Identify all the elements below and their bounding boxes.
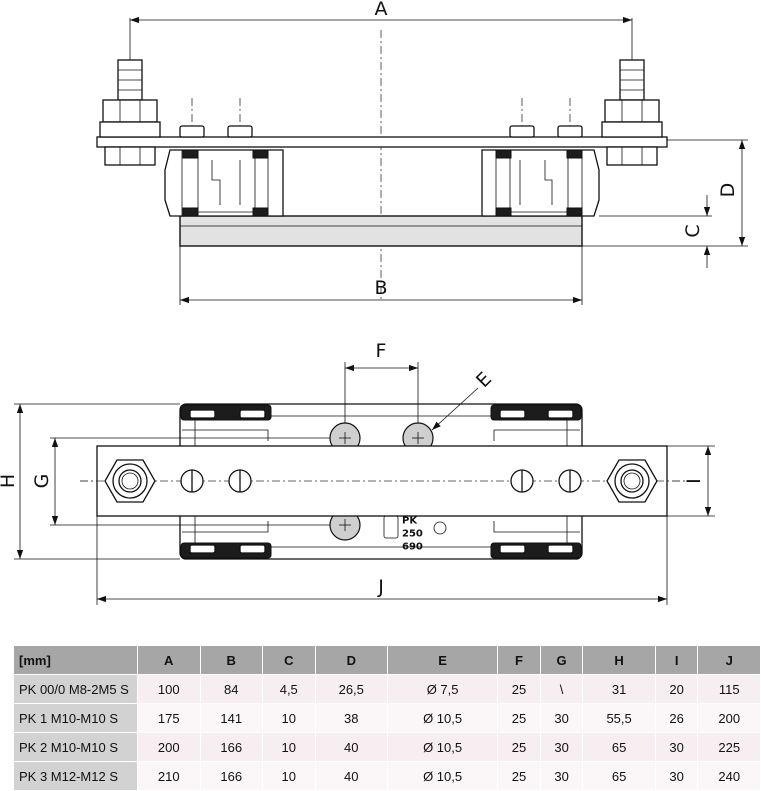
cell: 10 <box>262 703 316 733</box>
dim-label-a: A <box>375 0 388 20</box>
row-name: PK 1 M10-M10 S <box>13 703 138 733</box>
cell: 200 <box>137 732 201 762</box>
right-terminal-stud <box>601 59 663 166</box>
table-header-row: [mm] A B C D E F G H I J <box>13 645 761 675</box>
dim-label-f: F <box>376 340 387 362</box>
table-row: PK 1 M10-M10 S 175 141 10 38 Ø 10,5 25 3… <box>13 703 761 733</box>
dim-label-e: E <box>472 368 496 392</box>
cell: 240 <box>697 761 761 791</box>
cell: 30 <box>539 732 584 762</box>
cell: 40 <box>314 732 388 762</box>
table-row: PK 3 M12-M12 S 210 166 10 40 Ø 10,5 25 3… <box>13 761 761 791</box>
cell: 26 <box>654 703 699 733</box>
row-name: PK 3 M12-M12 S <box>13 761 138 791</box>
header-col-a: A <box>137 645 201 675</box>
cell: 175 <box>137 703 201 733</box>
cell: 38 <box>314 703 388 733</box>
cell: 30 <box>654 761 699 791</box>
cell: 10 <box>262 732 316 762</box>
dim-label-c: C <box>682 224 704 237</box>
cell: 141 <box>199 703 263 733</box>
bar-screws-top <box>180 469 582 493</box>
cell: Ø 10,5 <box>386 732 499 762</box>
cell: Ø 10,5 <box>386 761 499 791</box>
cell: 166 <box>199 732 263 762</box>
left-block-top <box>180 404 272 559</box>
header-unit: [mm] <box>13 645 138 675</box>
marking-line-3: 690 <box>402 542 423 553</box>
cell: 166 <box>199 761 263 791</box>
cell: 31 <box>582 674 656 704</box>
cell: 25 <box>497 703 541 733</box>
header-col-c: C <box>262 645 316 675</box>
cell: 55,5 <box>582 703 656 733</box>
cell: 40 <box>314 761 388 791</box>
cell: 30 <box>539 703 584 733</box>
cell: 100 <box>137 674 201 704</box>
cell: 30 <box>539 761 584 791</box>
cell: 225 <box>697 732 761 762</box>
cell: 26,5 <box>314 674 388 704</box>
dim-label-i: I <box>683 478 705 484</box>
cell: 25 <box>497 674 541 704</box>
table-row: PK 00/0 M8-2M5 S 100 84 4,5 26,5 Ø 7,5 2… <box>13 674 761 704</box>
dim-label-g: G <box>31 474 53 489</box>
header-col-j: J <box>697 645 761 675</box>
left-contact-block <box>164 149 284 217</box>
dim-label-h: H <box>0 474 19 488</box>
table-row: PK 2 M10-M10 S 200 166 10 40 Ø 10,5 25 3… <box>13 732 761 762</box>
cell: 84 <box>199 674 263 704</box>
left-terminal-stud <box>99 59 161 166</box>
bar-screws-side <box>179 98 583 138</box>
side-view: A <box>96 0 748 305</box>
right-contact-block <box>481 149 600 217</box>
cell: \ <box>539 674 584 704</box>
technical-drawing: A <box>0 0 748 605</box>
cell: 4,5 <box>262 674 316 704</box>
cell: 25 <box>497 761 541 791</box>
cell: 20 <box>654 674 699 704</box>
marking-line-1: PK <box>402 516 418 527</box>
marking-line-2: 250 <box>402 529 423 540</box>
top-view: PK 250 690 <box>0 340 715 605</box>
header-col-h: H <box>582 645 656 675</box>
dimension-table: [mm] A B C D E F G H I J PK 00/0 M8-2M5 … <box>13 645 761 791</box>
header-col-g: G <box>539 645 584 675</box>
row-name: PK 00/0 M8-2M5 S <box>13 674 138 704</box>
cell: 10 <box>262 761 316 791</box>
base-plate <box>179 215 583 247</box>
busbar-side <box>96 136 668 148</box>
cell: 25 <box>497 732 541 762</box>
dim-label-d: D <box>717 183 739 198</box>
cell: Ø 10,5 <box>386 703 499 733</box>
cell: 30 <box>654 732 699 762</box>
header-col-e: E <box>386 645 499 675</box>
cell: 210 <box>137 761 201 791</box>
row-name: PK 2 M10-M10 S <box>13 732 138 762</box>
header-col-f: F <box>497 645 541 675</box>
left-nut <box>104 459 156 503</box>
dim-label-j: J <box>377 576 384 598</box>
dim-label-b: B <box>374 277 387 299</box>
right-nut <box>606 459 658 503</box>
cell: 200 <box>697 703 761 733</box>
header-col-d: D <box>314 645 388 675</box>
header-col-i: I <box>654 645 699 675</box>
cell: Ø 7,5 <box>386 674 499 704</box>
header-col-b: B <box>199 645 263 675</box>
cell: 65 <box>582 732 656 762</box>
cell: 65 <box>582 761 656 791</box>
right-block-top <box>490 404 582 559</box>
cell: 115 <box>697 674 761 704</box>
